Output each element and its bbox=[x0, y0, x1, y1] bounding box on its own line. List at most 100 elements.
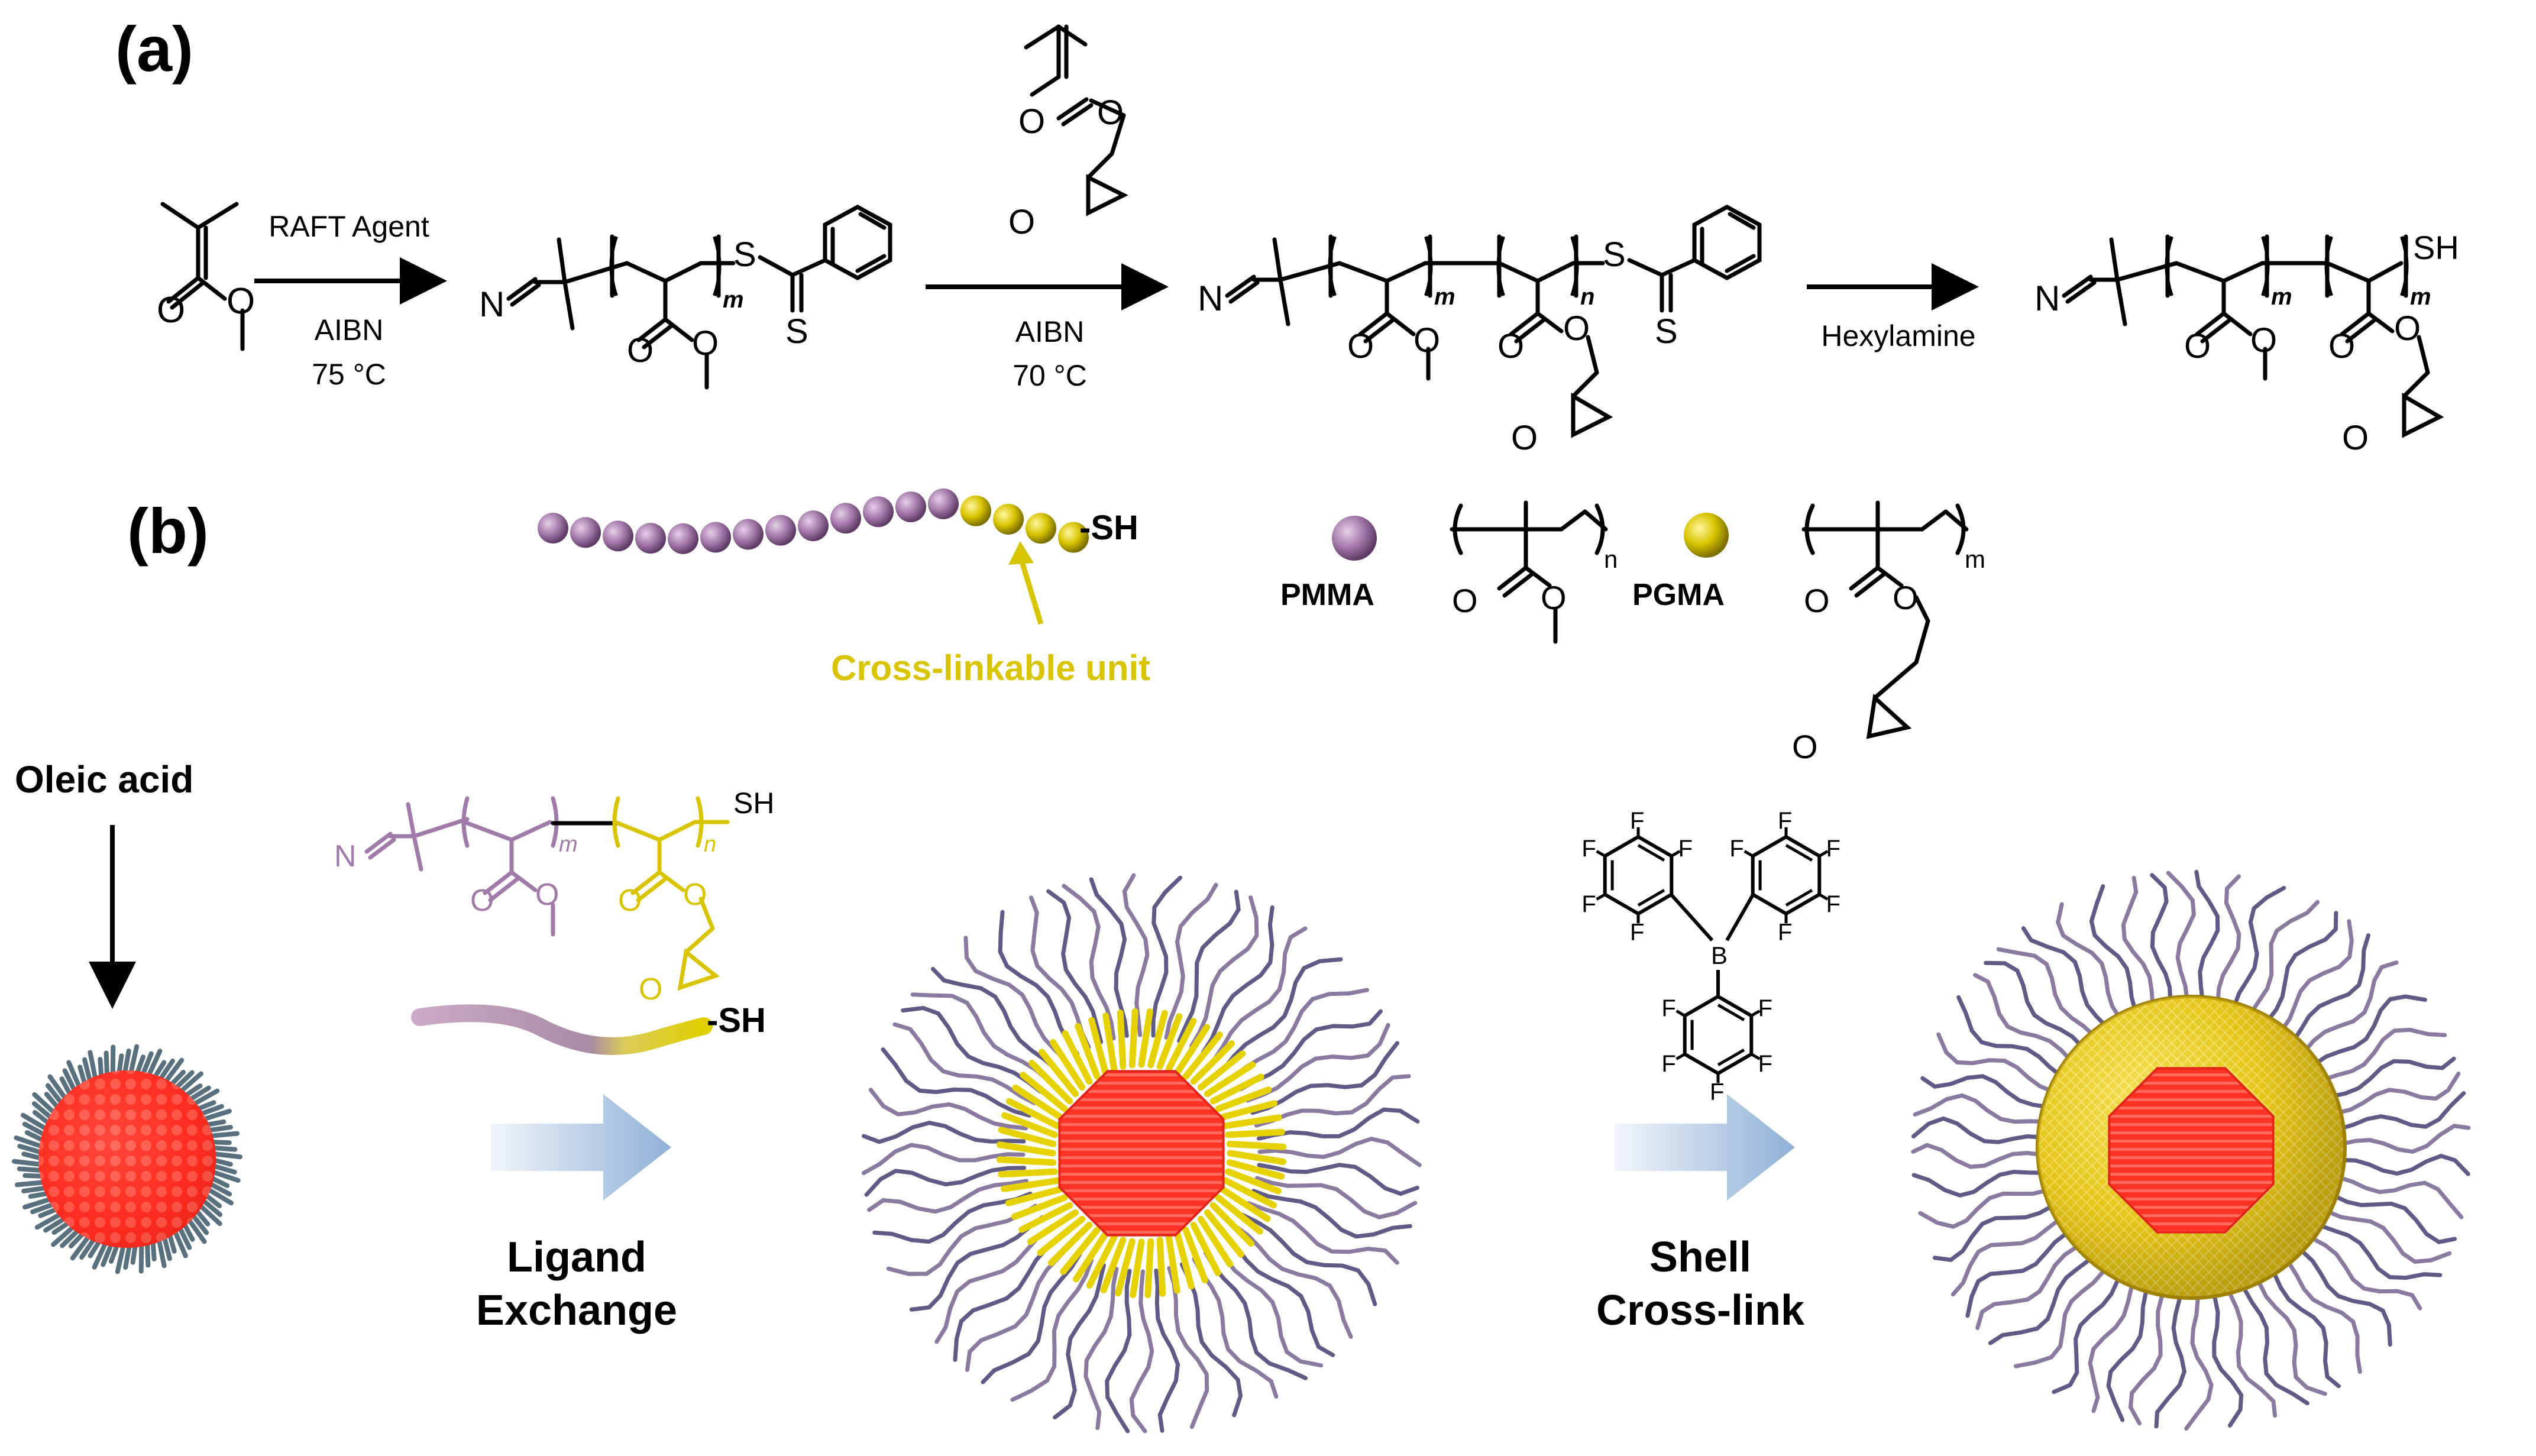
pmma-bead bbox=[733, 519, 764, 550]
pmma-chain bbox=[867, 1179, 1029, 1214]
bracket-open bbox=[1496, 236, 1505, 296]
pmma-chain bbox=[1950, 1211, 2074, 1297]
pmma-bead bbox=[700, 522, 731, 553]
pmma-chain bbox=[2325, 1124, 2471, 1154]
pgma-legend-bead bbox=[1684, 513, 1729, 558]
pgma-bead bbox=[993, 503, 1024, 535]
pgma-segment bbox=[1117, 1010, 1127, 1070]
oleic-acid-nanoparticle bbox=[12, 1044, 242, 1274]
bracket-open bbox=[2165, 236, 2173, 296]
pmma-chain bbox=[910, 992, 1050, 1083]
pmma-chain bbox=[2128, 1282, 2168, 1426]
atom-f: F bbox=[1826, 891, 1840, 917]
pmma-chain bbox=[1201, 905, 1275, 1054]
ligand-exchange-arrow bbox=[491, 1094, 671, 1201]
bead-chain-end-label: -SH bbox=[1079, 509, 1138, 547]
pgma-segment bbox=[1001, 1177, 1060, 1192]
pmma-chain bbox=[2301, 994, 2427, 1076]
pmma-chain bbox=[1913, 1093, 2060, 1127]
pgma-segment bbox=[1138, 1008, 1153, 1068]
crosslink-pointer bbox=[1017, 555, 1044, 625]
atom-f: F bbox=[1678, 836, 1693, 862]
aromatic-bond bbox=[1637, 844, 1665, 862]
pgma-segment bbox=[1182, 1031, 1223, 1080]
pmma-chain bbox=[1238, 1009, 1383, 1091]
pmma-chain bbox=[862, 1121, 1026, 1144]
pmma-chain bbox=[868, 1088, 1028, 1131]
atom-n: N bbox=[479, 284, 504, 324]
c-f-bond bbox=[1751, 1053, 1761, 1060]
pmma-chain bbox=[2252, 1268, 2327, 1396]
pgma-segment bbox=[1130, 1238, 1145, 1299]
pmma-chain bbox=[1029, 895, 1091, 1050]
pmma-chain bbox=[1965, 1224, 2081, 1318]
atom-o-carbonyl: O bbox=[157, 290, 185, 331]
pmma-chain bbox=[1988, 1248, 2101, 1345]
pmma-chain bbox=[1251, 1189, 1412, 1239]
subscript-n: n bbox=[1604, 545, 1618, 573]
pmma-chain bbox=[1089, 877, 1129, 1038]
atom-o-ester: O bbox=[683, 878, 707, 912]
bracket-open bbox=[2324, 236, 2333, 296]
c-f-bond bbox=[1751, 1010, 1761, 1017]
pmma-chain bbox=[2089, 884, 2144, 1026]
pmma-chain bbox=[2166, 871, 2196, 1017]
pmma-chain bbox=[1167, 1266, 1209, 1429]
atom-f: F bbox=[1778, 808, 1792, 834]
pmma-chain bbox=[1911, 1168, 2059, 1198]
pmma-chain bbox=[1911, 1143, 2058, 1169]
pmma-chain bbox=[2322, 1173, 2464, 1219]
pmma-chain bbox=[1105, 1269, 1132, 1434]
ligand-exchange-label-1: Ligand bbox=[507, 1234, 646, 1281]
c-f-bond bbox=[1819, 850, 1829, 858]
pgma-segment bbox=[996, 1141, 1056, 1157]
pgma-segment bbox=[1048, 1221, 1093, 1266]
pgma-segment bbox=[1049, 1038, 1086, 1091]
nanoparticle-core-shading bbox=[38, 1070, 216, 1248]
bracket-close bbox=[713, 236, 722, 296]
pmma-chain bbox=[1122, 873, 1150, 1037]
pmma-chain bbox=[963, 936, 1069, 1064]
pmma-chain bbox=[981, 1252, 1082, 1384]
atom-o-carbonyl: O bbox=[2184, 327, 2211, 365]
step2-initiator: AIBN bbox=[1015, 315, 1085, 348]
pgma-repeat-unit bbox=[1801, 500, 1969, 739]
pgma-segment bbox=[1086, 1234, 1118, 1289]
pgma-segment bbox=[1005, 1186, 1064, 1206]
pmma-bead bbox=[830, 503, 861, 534]
c-f-bond bbox=[1596, 850, 1606, 858]
atom-n: N bbox=[334, 839, 357, 873]
c-f-bond bbox=[1671, 850, 1681, 858]
bracket-close bbox=[2261, 236, 2270, 296]
pgma-segment bbox=[1225, 1168, 1282, 1195]
subscript-m: m bbox=[1434, 284, 1455, 310]
atom-o-ester: O bbox=[227, 281, 255, 322]
step2-temp: 70 °C bbox=[1013, 359, 1087, 392]
pgma-segment bbox=[1011, 1194, 1068, 1220]
pgma-segment bbox=[1222, 1114, 1282, 1130]
pgma-segment bbox=[1039, 1049, 1079, 1098]
pgma-segment bbox=[1222, 1177, 1277, 1209]
step1-reagent: RAFT Agent bbox=[269, 210, 429, 243]
pmma-chain bbox=[2289, 1241, 2392, 1347]
pmma-chain bbox=[1257, 1137, 1422, 1167]
atom-s-thio: S bbox=[733, 235, 756, 274]
pgma-segment bbox=[1018, 1202, 1073, 1233]
shell-crosslink-label-1: Shell bbox=[1649, 1234, 1751, 1281]
pgma-segment bbox=[1128, 1008, 1138, 1069]
pgma-legend-label: PGMA bbox=[1632, 578, 1725, 612]
nanoparticle-core bbox=[1058, 1070, 1225, 1237]
pmma-chain bbox=[2270, 919, 2354, 1043]
atom-f: F bbox=[1630, 808, 1644, 834]
pgma-segment bbox=[1215, 1194, 1263, 1235]
ligand-rod-end-label: -SH bbox=[707, 1001, 766, 1040]
pgma-segment bbox=[1062, 1030, 1093, 1085]
pgma-segment bbox=[1174, 1024, 1211, 1076]
pgma-segment bbox=[1001, 1112, 1058, 1138]
pgma-inner-layer bbox=[996, 1008, 1287, 1299]
atom-f: F bbox=[1778, 919, 1792, 945]
pmma-chain bbox=[2324, 1091, 2466, 1133]
pmma-chain bbox=[2056, 902, 2130, 1033]
